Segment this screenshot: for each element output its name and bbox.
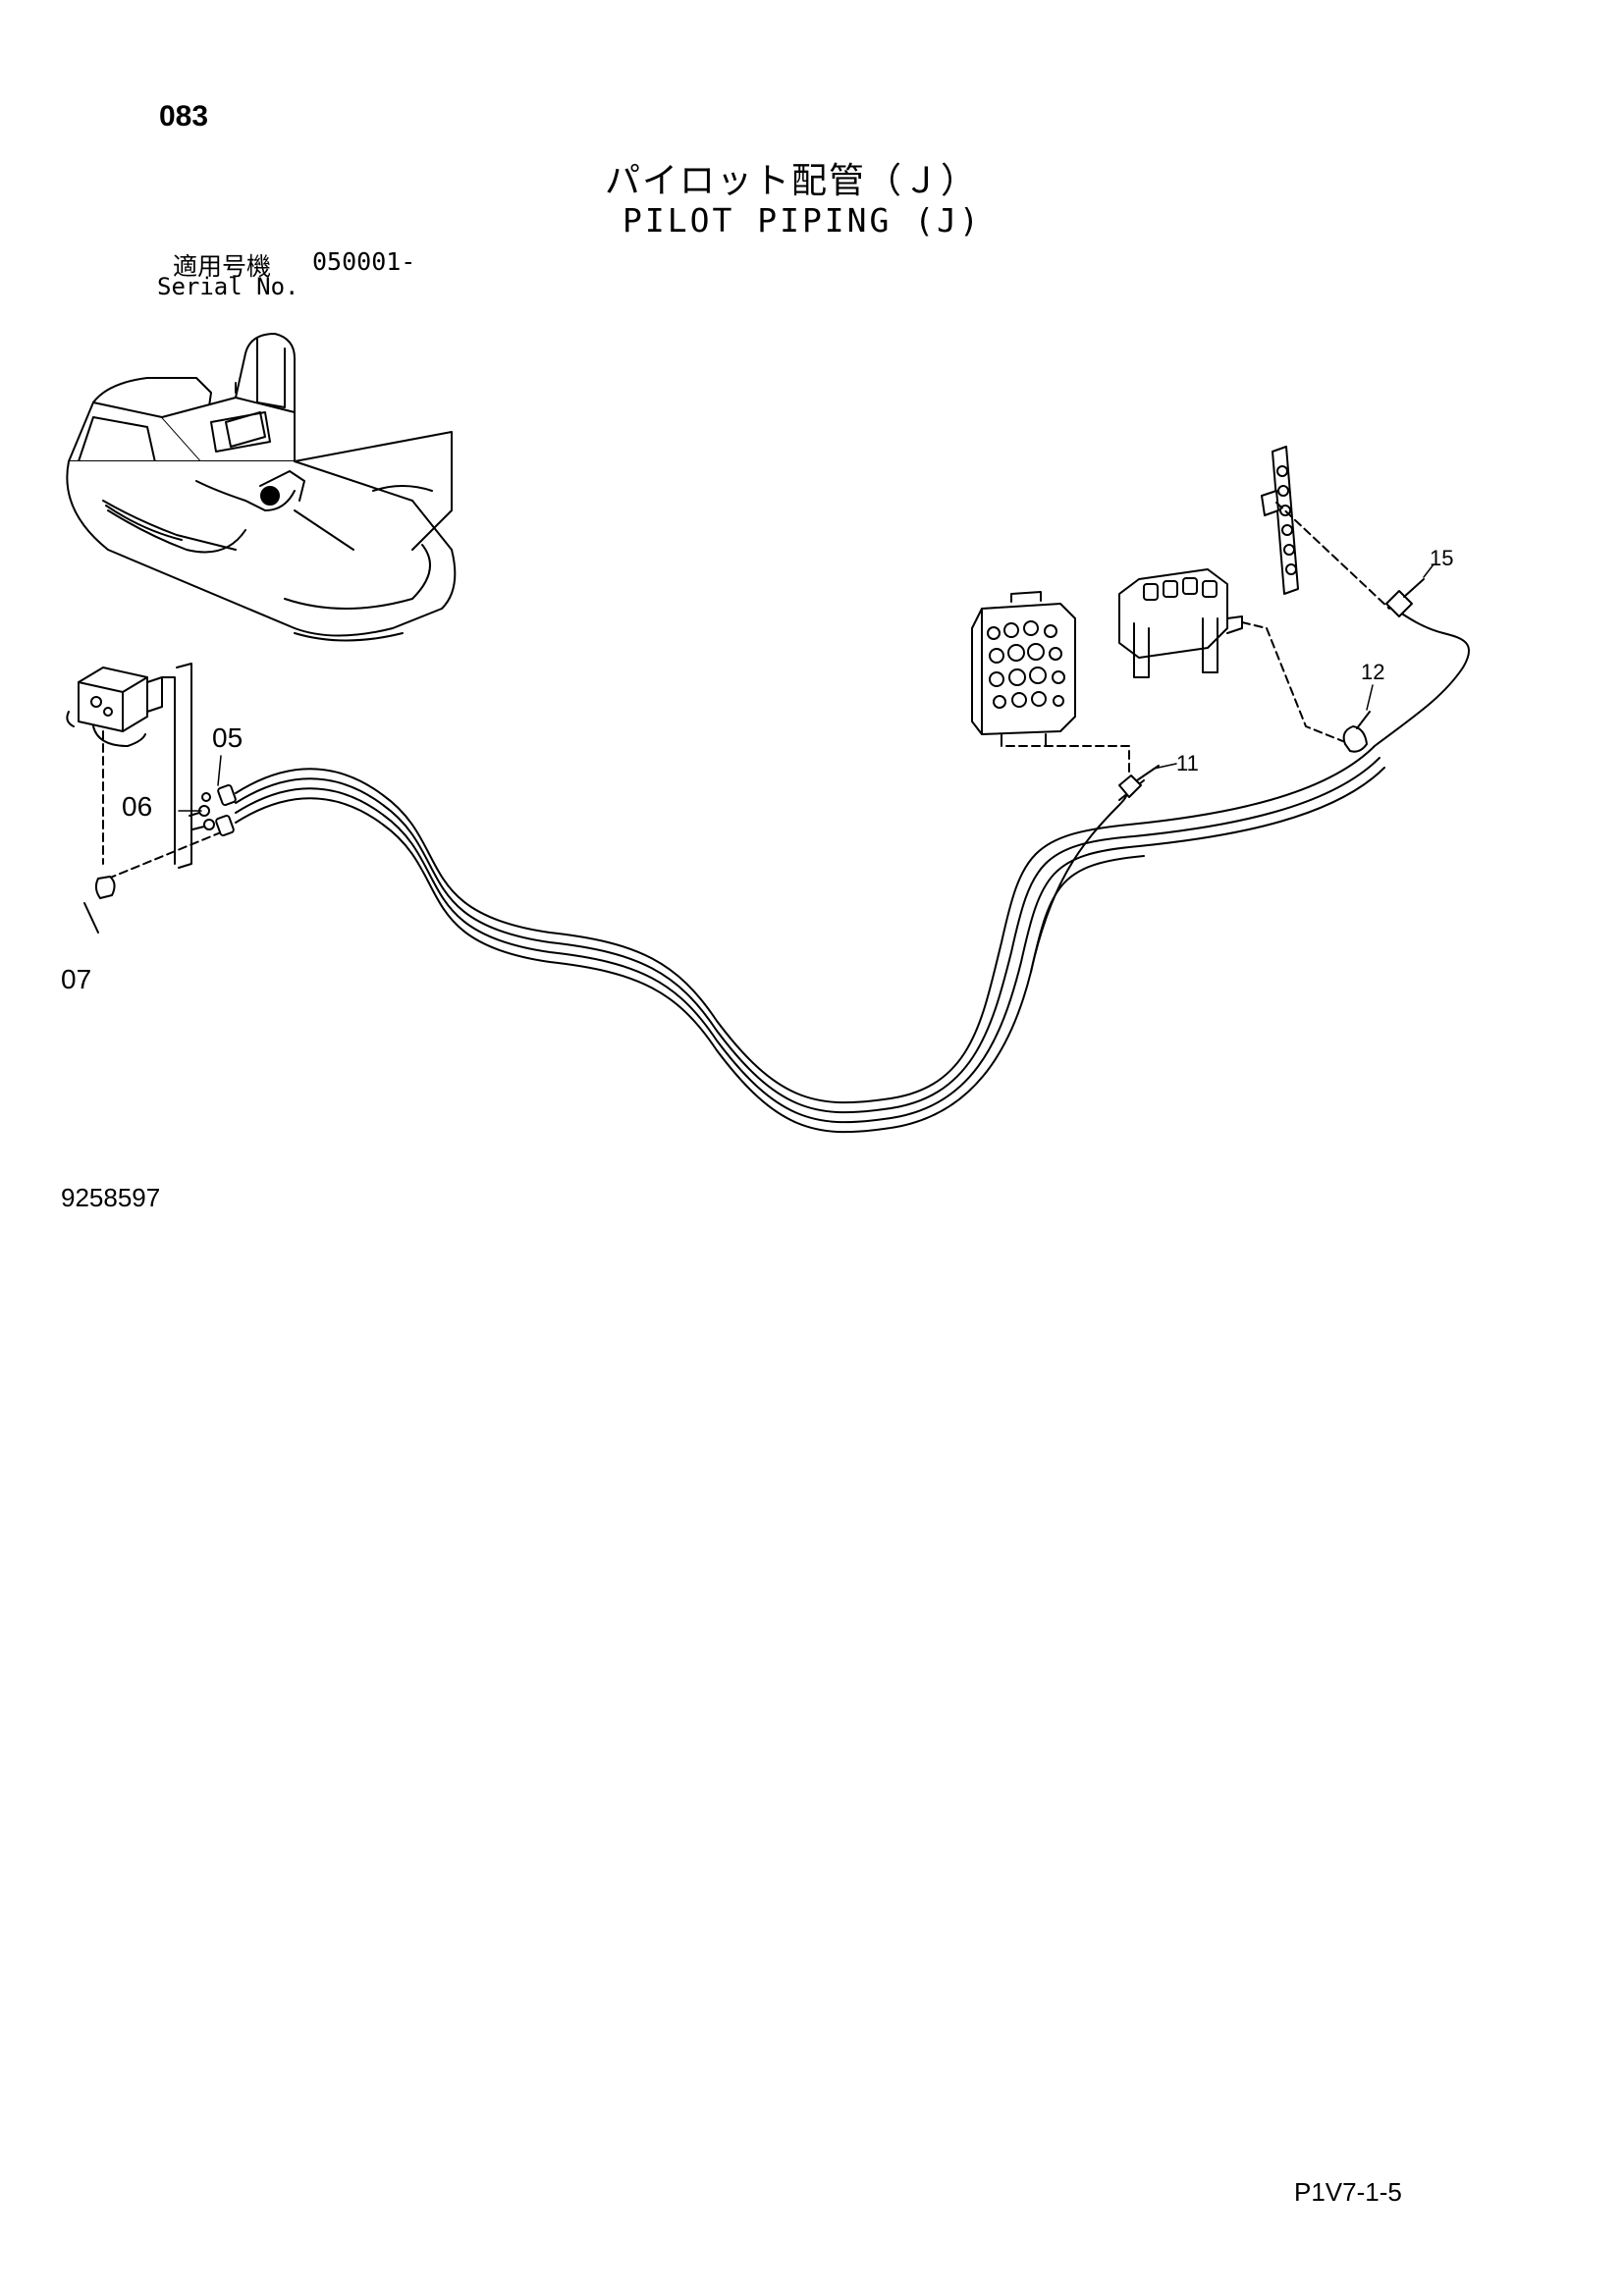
serial-label-english: Serial No. xyxy=(157,273,299,300)
control-valve-illustration xyxy=(971,591,1130,776)
sheet-code: P1V7-1-5 xyxy=(1294,2177,1402,2207)
page-number: 083 xyxy=(159,100,209,133)
pilot-piping-diagram xyxy=(66,333,1470,1134)
callout-07: 07 xyxy=(61,964,92,994)
serial-label-japanese: 適用号機 xyxy=(173,252,272,281)
manifold-strip-illustration xyxy=(1261,446,1390,610)
page-title-english: PILOT PIPING (J) xyxy=(623,201,982,240)
solenoid-valve-illustration xyxy=(66,663,222,934)
page-title-japanese: パイロット配管（Ｊ） xyxy=(605,161,979,201)
callout-05: 05 xyxy=(212,722,244,753)
fitting-15 xyxy=(1385,578,1425,617)
callout-06: 06 xyxy=(122,791,153,822)
machine-overview-illustration xyxy=(66,333,457,642)
callout-11: 11 xyxy=(1176,751,1199,775)
fitting-12 xyxy=(1342,711,1371,753)
callout-leaders xyxy=(178,563,1435,812)
serial-range: 050001- xyxy=(312,247,416,276)
pilot-valve-illustration xyxy=(1118,568,1356,747)
callout-15: 15 xyxy=(1430,546,1454,570)
pilot-hose-bundle xyxy=(235,608,1470,1134)
fittings-05-06 xyxy=(189,783,237,837)
fitting-11 xyxy=(1118,765,1160,798)
drawing-number: 9258597 xyxy=(61,1183,161,1212)
callout-12: 12 xyxy=(1361,660,1385,684)
